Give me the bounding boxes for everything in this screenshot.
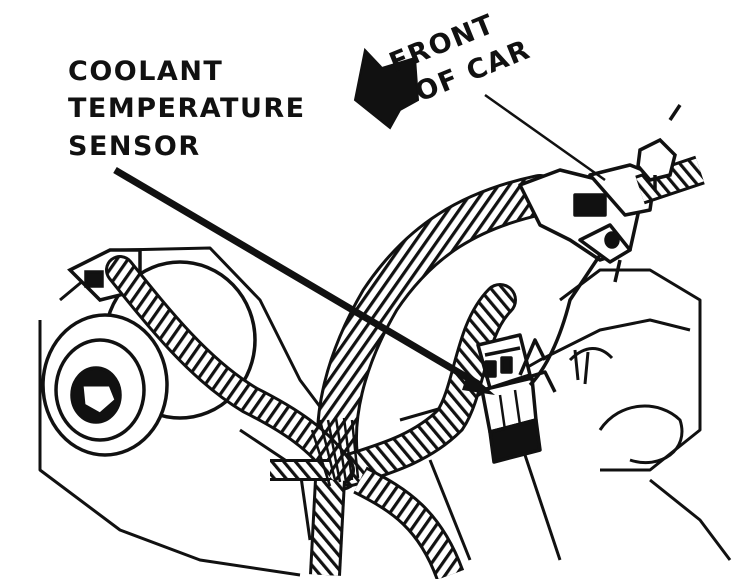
sensor-label-line3: SENSOR — [68, 131, 201, 162]
wiring-harness-down-branch — [270, 459, 465, 579]
coolant-temperature-sensor — [476, 333, 557, 464]
wiring-harness-main — [315, 174, 561, 491]
sensor-callout: COOLANT TEMPERATURE SENSOR — [68, 56, 306, 162]
sensor-label-line1: COOLANT — [68, 56, 223, 87]
leader-lines — [113, 93, 606, 389]
pulley-assembly — [41, 248, 257, 457]
wiring-harness-sensor-branch — [333, 283, 517, 487]
leader-arrow-head — [462, 372, 495, 395]
sensor-wire — [528, 254, 602, 387]
wire-junction — [310, 417, 360, 487]
sensor-label-line2: TEMPERATURE — [68, 93, 306, 124]
mounting-nut — [613, 104, 682, 283]
harness-clip-bracket — [518, 163, 657, 264]
front-direction-arrow — [353, 47, 420, 130]
wiring-harness-right — [635, 155, 705, 205]
